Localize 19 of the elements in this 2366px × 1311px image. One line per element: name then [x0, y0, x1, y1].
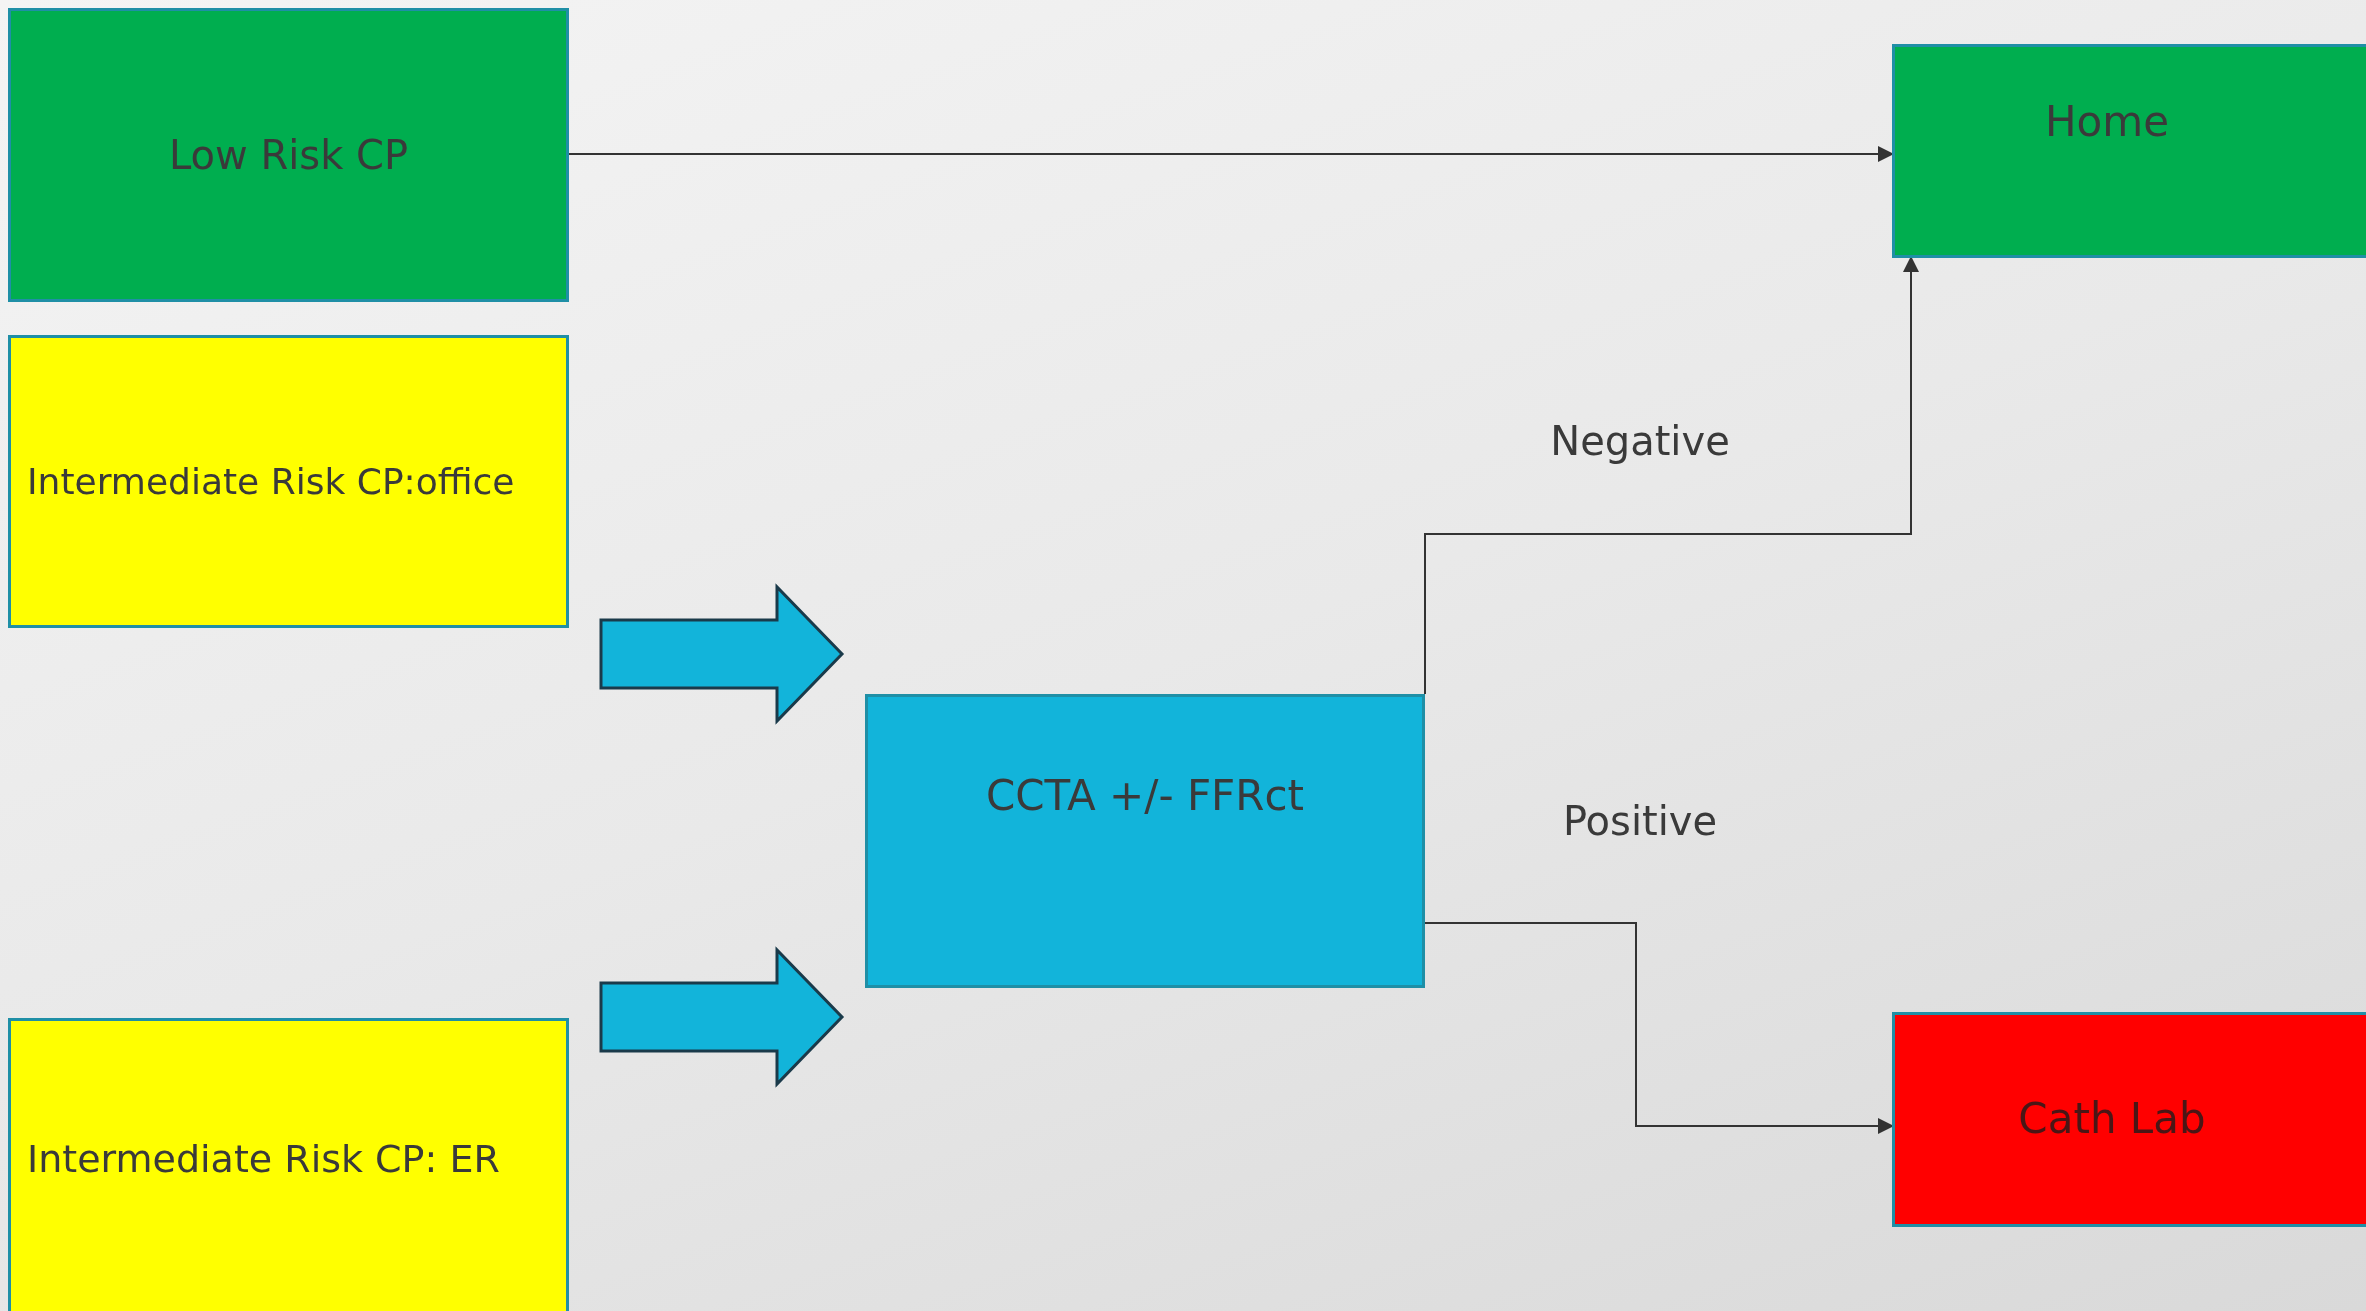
process-box [1892, 44, 2366, 258]
block-arrow [599, 583, 845, 725]
box-label: Intermediate Risk CP: ER [27, 1137, 500, 1183]
arrow [1424, 922, 1894, 1134]
arrow [1424, 256, 1919, 695]
process-box [8, 8, 569, 302]
arrow [568, 146, 1894, 162]
box-label: Low Risk CP [168, 131, 409, 179]
process-box [865, 694, 1425, 988]
edge-label: Positive [1562, 798, 1718, 844]
process-box [8, 335, 569, 628]
box-label: Home [2045, 97, 2169, 148]
block-arrow [599, 946, 845, 1088]
box-label: Intermediate Risk CP:office [27, 459, 515, 504]
process-box [8, 1018, 569, 1311]
edge-label: Negative [1550, 418, 1730, 464]
process-box [1892, 1012, 2366, 1227]
box-label: CCTA +/- FFRct [985, 771, 1304, 822]
box-label: Cath Lab [2018, 1094, 2206, 1145]
